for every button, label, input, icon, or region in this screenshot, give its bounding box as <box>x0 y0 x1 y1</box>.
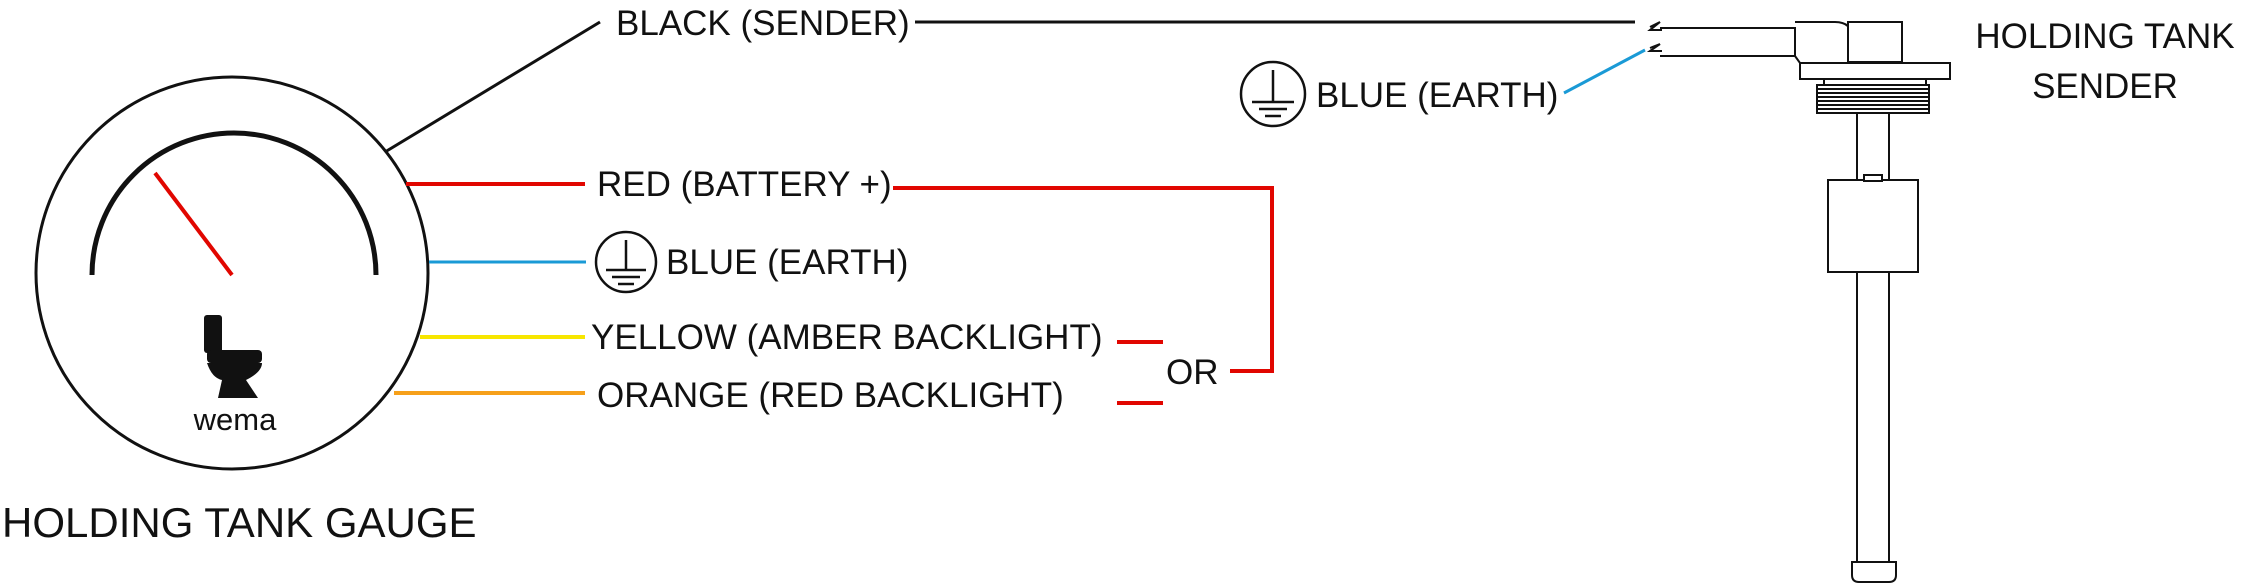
red-battery-label: RED (BATTERY +) <box>597 165 892 204</box>
or-label: OR <box>1166 353 1219 392</box>
sender-title-line1: HOLDING TANK <box>1975 17 2234 56</box>
gauge-title: HOLDING TANK GAUGE <box>2 499 477 546</box>
earth-icon <box>594 230 658 294</box>
blue-earth-gauge-label: BLUE (EARTH) <box>666 243 908 282</box>
earth-icon <box>1239 60 1307 128</box>
sender-title-line2: SENDER <box>2032 67 2178 106</box>
black-wire-gauge-segment <box>384 20 601 154</box>
toilet-icon <box>204 315 262 398</box>
red-wire-junction <box>893 186 1274 373</box>
orange-backlight-label: ORANGE (RED BACKLIGHT) <box>597 376 1064 415</box>
blue-earth-sender-label: BLUE (EARTH) <box>1316 76 1558 115</box>
gauge-dial-arc <box>89 130 379 276</box>
blue-wire-sender-segment <box>1563 48 1646 95</box>
holding-tank-gauge: wema <box>34 75 430 471</box>
holding-tank-sender <box>1646 21 1951 583</box>
yellow-backlight-label: YELLOW (AMBER BACKLIGHT) <box>591 318 1102 357</box>
black-sender-label: BLACK (SENDER) <box>616 4 910 43</box>
gauge-brand-label: wema <box>193 402 277 437</box>
gauge-needle <box>153 171 234 277</box>
